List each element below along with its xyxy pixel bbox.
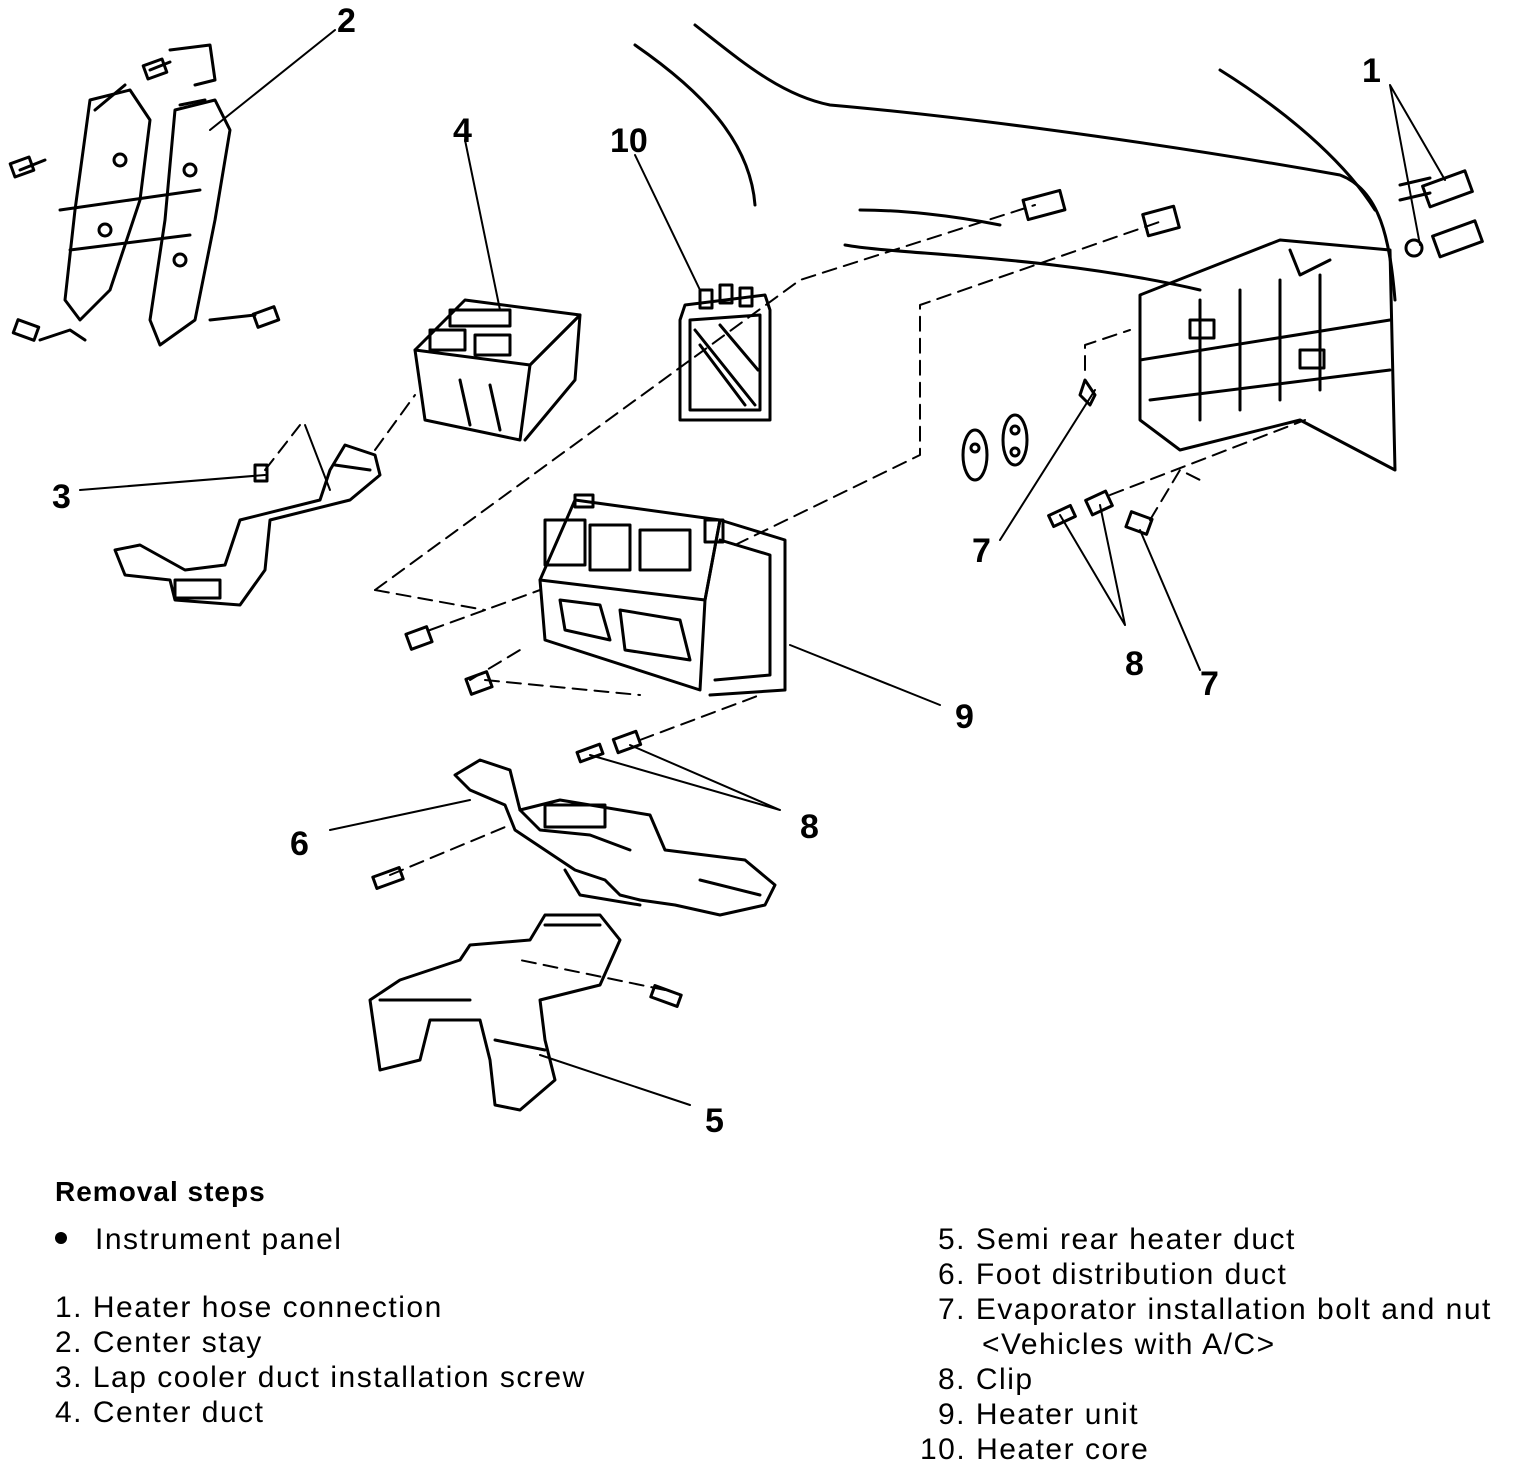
legend-item-9: 9. Heater unit: [938, 1397, 1139, 1432]
dashed-lines: [265, 205, 1305, 990]
legend-item-10: 10. Heater core: [920, 1432, 1149, 1467]
legend-text: Heater hose connection: [92, 1291, 443, 1324]
callout-3: 3: [52, 478, 71, 516]
callout-7b: 7: [1200, 665, 1219, 703]
legend-num: 4.: [55, 1396, 84, 1429]
legend-item-3: 3. Lap cooler duct installation screw: [55, 1360, 586, 1395]
callout-9: 9: [955, 698, 974, 736]
legend-item-1: 1. Heater hose connection: [55, 1290, 443, 1325]
legend-num: 1.: [55, 1291, 84, 1324]
callout-8a: 8: [1125, 645, 1144, 683]
legend-item-8: 8. Clip: [938, 1362, 1034, 1397]
callout-8b: 8: [800, 808, 819, 846]
legend-title: Removal steps: [55, 1176, 266, 1207]
legend-bullet-text: Instrument panel: [95, 1223, 343, 1256]
legend-item-6: 6. Foot distribution duct: [938, 1257, 1287, 1292]
legend-num: 2.: [55, 1326, 84, 1359]
legend-num: 3.: [55, 1361, 84, 1394]
leader-lines: [80, 30, 1445, 1105]
foot-distribution-duct: [455, 760, 775, 915]
legend-text: <Vehicles with A/C>: [982, 1328, 1276, 1361]
semi-rear-heater-duct: [370, 915, 620, 1110]
callout-7a: 7: [972, 532, 991, 570]
callout-5: 5: [705, 1102, 724, 1140]
heater-hose-pipes: [1400, 171, 1482, 257]
legend-bullet-item: Instrument panel: [55, 1222, 342, 1257]
exploded-parts-diagram: 1 2 3 4 5 6 7 7 8 8 9 10: [0, 2, 1536, 1140]
legend-num: 7.: [938, 1293, 967, 1326]
legend-text: Center duct: [92, 1396, 265, 1429]
legend-text: Semi rear heater duct: [975, 1223, 1296, 1256]
callout-2: 2: [337, 2, 356, 40]
legend-text: Heater core: [976, 1433, 1150, 1466]
legend-num: 5.: [938, 1223, 967, 1256]
legend-text: Lap cooler duct installation screw: [92, 1361, 586, 1394]
legend-text: Center stay: [92, 1326, 263, 1359]
legend-item-4: 4. Center duct: [55, 1395, 264, 1430]
dashboard-outline: [635, 25, 1395, 300]
callout-labels: 1 2 3 4 5 6 7 7 8 8 9 10: [52, 2, 1381, 1140]
legend-num: 6.: [938, 1258, 967, 1291]
legend-text: Foot distribution duct: [975, 1258, 1288, 1291]
legend-num: 9.: [938, 1398, 967, 1431]
legend-num: 10.: [920, 1433, 967, 1466]
bullet-icon: [55, 1232, 67, 1245]
center-duct: [415, 300, 580, 440]
fasteners: [255, 190, 1179, 1006]
legend-text: Clip: [975, 1363, 1034, 1396]
heater-unit: [540, 495, 785, 695]
lap-cooler-duct: [115, 445, 380, 605]
legend-text: Heater unit: [975, 1398, 1140, 1431]
legend-item-2: 2. Center stay: [55, 1325, 263, 1360]
callout-10: 10: [610, 122, 648, 160]
callout-6: 6: [290, 825, 309, 863]
callout-4: 4: [453, 112, 472, 150]
legend-num: 8.: [938, 1363, 967, 1396]
heater-core: [680, 285, 770, 420]
legend-text: Evaporator installation bolt and nut: [975, 1293, 1492, 1326]
legend-item-7: 7. Evaporator installation bolt and nut: [938, 1292, 1492, 1327]
legend-item-5: 5. Semi rear heater duct: [938, 1222, 1296, 1257]
center-stay: [10, 45, 279, 345]
evaporator-mount-plates: [963, 380, 1152, 534]
callout-1: 1: [1362, 52, 1381, 90]
firewall-bracket: [1140, 240, 1395, 470]
legend-item-7-note: <Vehicles with A/C>: [982, 1327, 1276, 1362]
